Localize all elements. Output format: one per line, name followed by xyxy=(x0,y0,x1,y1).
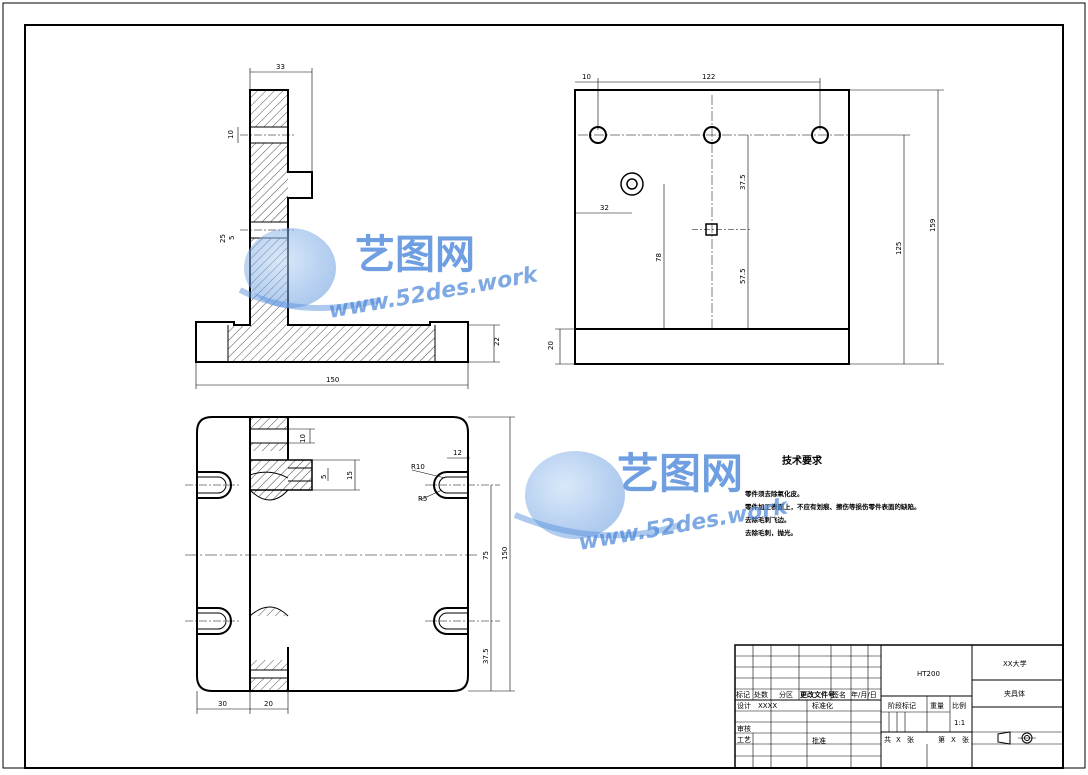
tb-hdr-docno: 更改文件号 xyxy=(800,690,835,699)
dim-front-base: 20 xyxy=(547,341,555,350)
tb-total: 共 xyxy=(884,735,891,744)
tb-school: XX大学 xyxy=(1003,659,1027,668)
dim-side-small1: 25 xyxy=(219,234,227,243)
dim-top-37-5: 37.5 xyxy=(482,648,490,664)
tb-hdr-count: 处数 xyxy=(754,690,768,699)
title-block-text: HT200 XX大学 夹具体 标记 处数 分区 更改文件号 签名 年/月/日 设… xyxy=(736,659,1027,745)
dim-top-20: 20 xyxy=(264,700,273,708)
watermark-cn-2: 艺图网 xyxy=(617,449,743,498)
dim-side-base-height: 22 xyxy=(493,337,501,346)
top-view: 10 5 15 12 R10 R5 75 150 37.5 30 20 xyxy=(185,416,515,714)
tb-approve: 批准 xyxy=(812,736,826,745)
tech-req-title: 技术要求 xyxy=(782,454,823,467)
dim-front-h2: 159 xyxy=(929,219,937,232)
watermark-globe-icon-2 xyxy=(525,451,625,539)
dim-side-top-width: 33 xyxy=(276,63,285,71)
dim-side-base-width: 150 xyxy=(326,376,339,384)
dim-front-hole-span: 122 xyxy=(702,73,715,81)
tb-x1: X xyxy=(896,736,901,744)
tb-hdr-date: 年/月/日 xyxy=(851,690,877,699)
tb-check: 审核 xyxy=(737,724,751,733)
tech-req-item-2: 零件加工表面上，不应有划痕、擦伤等损伤零件表面的缺陷。 xyxy=(744,502,921,511)
tb-weight: 重量 xyxy=(930,702,944,710)
dim-top-12: 12 xyxy=(453,449,462,457)
tb-stage-mark: 阶段标记 xyxy=(888,701,916,710)
inner-border xyxy=(24,24,1064,769)
tb-scale: 1:1 xyxy=(954,719,965,727)
tb-sheets2: 张 xyxy=(962,735,969,744)
tech-req-item-4: 去除毛刺，抛光。 xyxy=(745,528,797,537)
dim-top-r10: R10 xyxy=(411,463,425,471)
tb-sheets1: 张 xyxy=(907,735,914,744)
side-section-view: 33 10 25 5 22 150 xyxy=(195,63,501,389)
dim-front-v2: 78 xyxy=(655,253,663,262)
dim-top-hole: 10 xyxy=(299,434,307,443)
watermark-1: 艺图网 www.52des.work xyxy=(238,228,541,324)
dim-front-h1: 125 xyxy=(895,242,903,255)
tb-part-name: 夹具体 xyxy=(1004,689,1025,698)
dim-top-150: 150 xyxy=(501,547,509,560)
tb-hdr-zone: 分区 xyxy=(779,690,793,699)
dim-top-slot2: 15 xyxy=(346,471,354,480)
tech-req-item-1: 零件须去除氧化皮。 xyxy=(744,489,804,498)
tb-nth: 第 xyxy=(938,735,945,744)
tb-designer: XXXX xyxy=(758,702,777,710)
watermark-2: 艺图网 www.52des.work xyxy=(513,449,791,556)
front-view: 10 122 32 37.5 78 57.5 125 159 20 xyxy=(547,73,944,365)
technical-requirements: 技术要求 零件须去除氧化皮。 零件加工表面上，不应有划痕、擦伤等损伤零件表面的缺… xyxy=(744,454,921,537)
watermark-cn: 艺图网 xyxy=(355,232,475,278)
watermark-globe-icon xyxy=(244,228,336,308)
dim-front-boss: 32 xyxy=(600,204,609,212)
dim-top-slot1: 5 xyxy=(320,475,328,479)
dim-top-r5: R5 xyxy=(418,495,427,503)
tb-process: 工艺 xyxy=(737,736,751,744)
tb-hdr-sign: 签名 xyxy=(832,690,846,699)
dim-side-hole: 10 xyxy=(227,130,235,139)
tb-material: HT200 xyxy=(917,670,940,678)
title-block xyxy=(734,644,1064,769)
dim-top-75: 75 xyxy=(482,551,490,560)
tb-x2: X xyxy=(951,736,956,744)
dim-front-v3: 57.5 xyxy=(739,268,747,284)
dim-top-30: 30 xyxy=(218,700,227,708)
tb-standardize: 标准化 xyxy=(812,701,833,710)
tb-hdr-mark: 标记 xyxy=(736,690,750,699)
dim-front-v1: 37.5 xyxy=(739,174,747,190)
tech-req-item-3: 去除毛刺飞边。 xyxy=(745,515,791,524)
dim-side-small2: 5 xyxy=(228,236,236,240)
dim-front-offset: 10 xyxy=(582,73,591,81)
tb-scale-label: 比例 xyxy=(952,701,966,710)
tb-design: 设计 xyxy=(737,701,751,710)
